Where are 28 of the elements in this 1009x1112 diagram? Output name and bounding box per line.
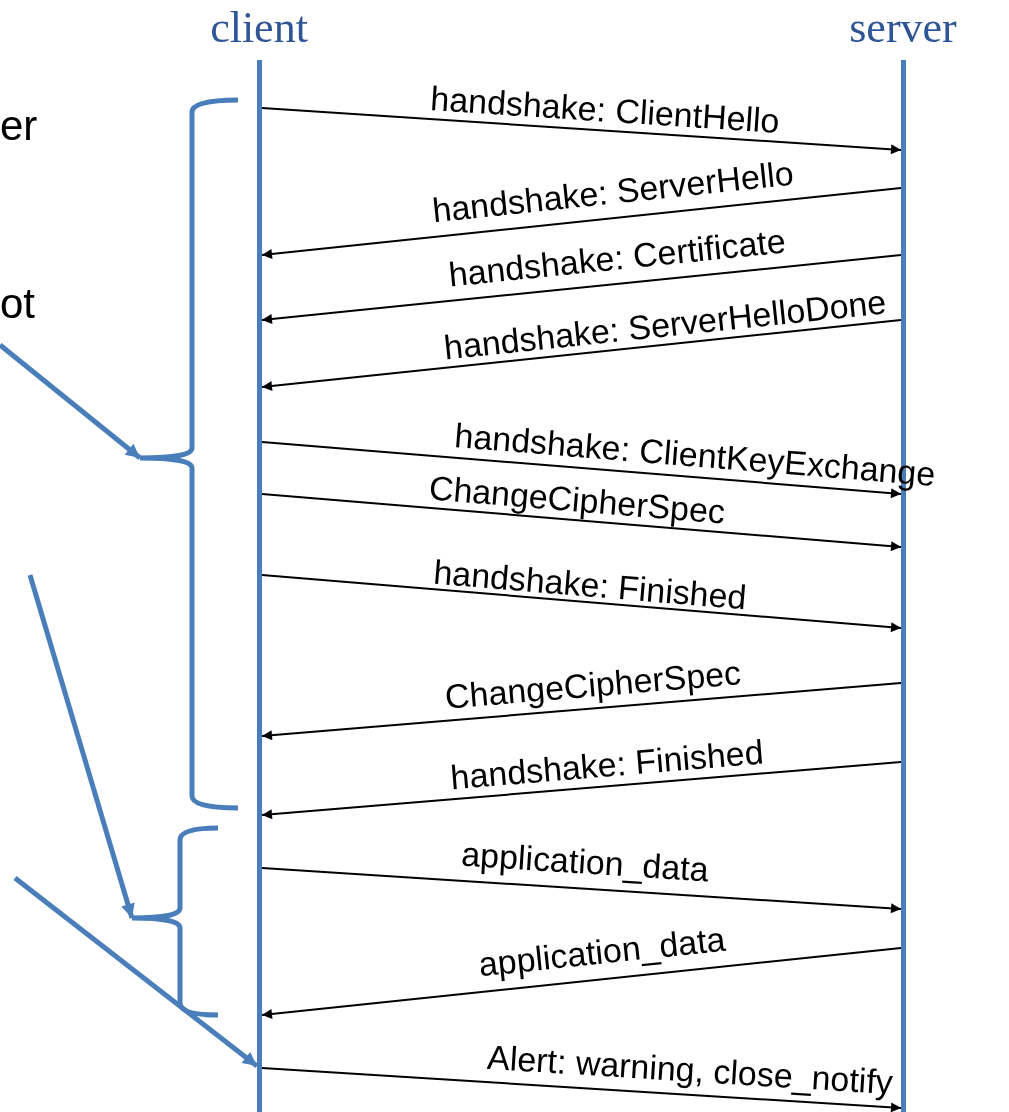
message-arrow [261, 493, 902, 552]
message-arrow [261, 254, 902, 324]
message-label: application_data [460, 834, 710, 890]
message-label: ChangeCipherSpec [443, 653, 743, 717]
message-arrow [261, 574, 902, 633]
message-arrow [261, 761, 902, 820]
text-fragment: er [0, 102, 38, 150]
text-fragment: ot [0, 280, 36, 328]
curly-brace [137, 97, 239, 811]
message-arrow [261, 319, 902, 391]
message-label: handshake: ClientHello [429, 79, 781, 141]
lifeline-title: server [849, 2, 957, 53]
curly-brace [129, 825, 219, 1018]
message-arrow [261, 107, 902, 155]
message-arrow [261, 441, 902, 499]
message-arrow [261, 682, 902, 741]
message-arrow [261, 1067, 902, 1112]
pointer-arrow [0, 343, 142, 460]
message-label: handshake: Finished [449, 732, 765, 798]
pointer-arrow [13, 876, 259, 1068]
pointer-arrow [27, 574, 135, 919]
message-arrow [261, 947, 902, 1019]
message-arrow [261, 867, 902, 914]
message-label: Alert: warning, close_notify [486, 1037, 894, 1103]
message-label: application_data [476, 919, 728, 985]
message-label: handshake: Finished [432, 552, 748, 618]
lifeline-title: client [210, 2, 308, 53]
message-arrow [261, 187, 902, 259]
